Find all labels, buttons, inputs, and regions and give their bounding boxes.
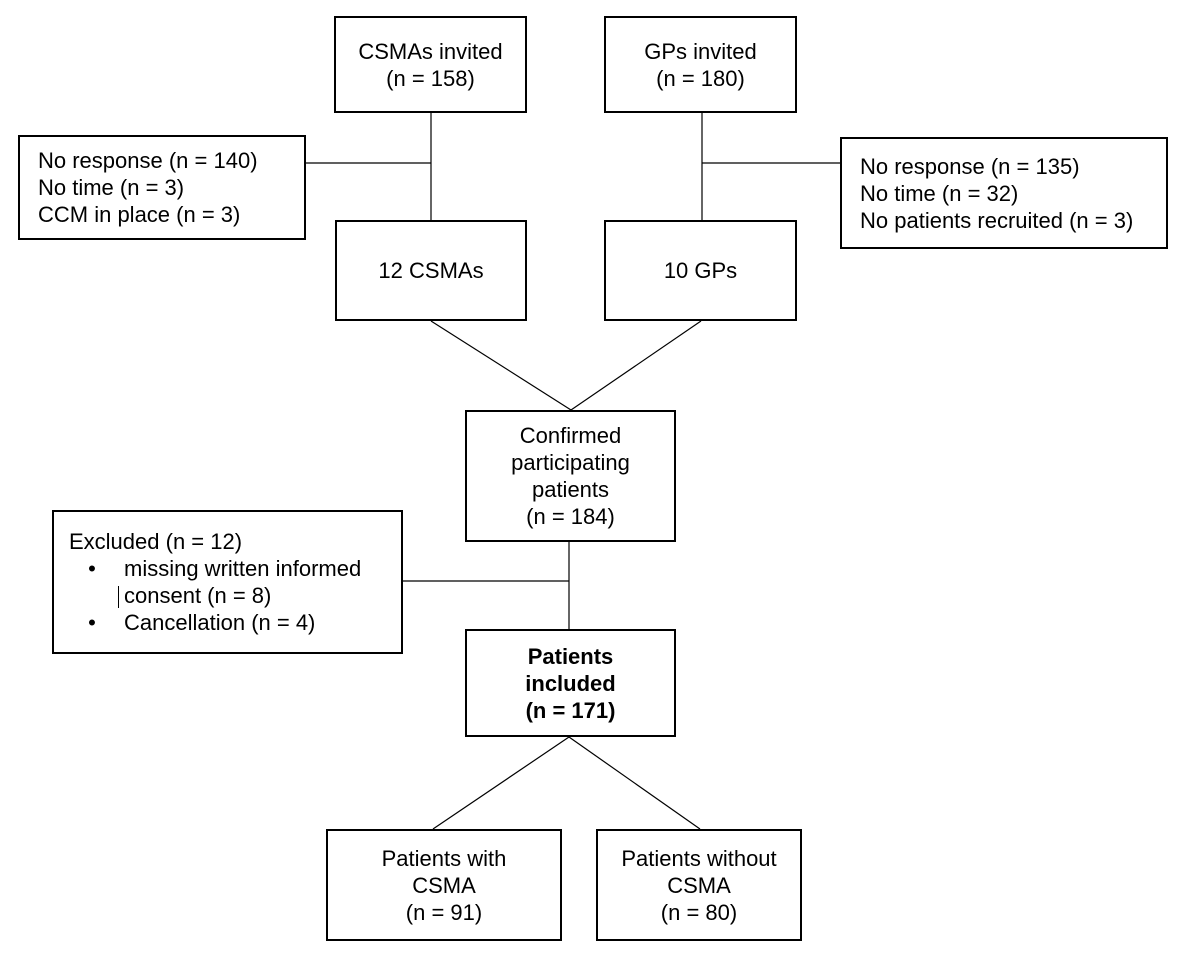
excluded-reasons-list: • missing written informed consent (n = … — [69, 555, 401, 636]
included-line-1: Patients — [527, 643, 614, 669]
csma-invited-count: (n = 158) — [386, 65, 475, 91]
excluded-reason-consent: • missing written informed consent (n = … — [69, 555, 401, 609]
gp-no-response: No response (n = 135) — [860, 153, 1080, 179]
gp-invited-box: GPs invited (n = 180) — [604, 16, 797, 113]
csma-ccm-in-place: CCM in place (n = 3) — [38, 202, 241, 227]
gp-count-label: 10 GPs — [663, 258, 738, 283]
gp-no-time: No time (n = 32) — [860, 180, 1019, 206]
connector-gps-to-confirmed — [570, 320, 702, 411]
bullet-point: • — [88, 610, 96, 635]
csma-no-time: No time (n = 3) — [38, 175, 185, 200]
confirmed-line-2: participating — [511, 450, 630, 475]
excluded-reason-text: missing written informed consent (n = 8) — [124, 556, 362, 608]
gp-no-patients-recruited: No patients recruited (n = 3) — [860, 207, 1134, 233]
confirmed-count: (n = 184) — [526, 504, 615, 529]
connector-csmas-to-confirmed — [430, 320, 572, 411]
csma-no-response: No response (n = 140) — [38, 148, 258, 173]
with-csma-line-2: CSMA — [412, 872, 476, 898]
confirmed-line-1: Confirmed — [519, 423, 622, 448]
csma-count-box: 12 CSMAs — [335, 220, 527, 321]
without-csma-line-2: CSMA — [667, 872, 731, 898]
gp-invited-label: GPs invited — [644, 38, 757, 64]
gp-exclusions-box: No response (n = 135) No time (n = 32) N… — [840, 137, 1168, 249]
excluded-reason-text: Cancellation (n = 4) — [124, 610, 316, 635]
without-csma-count: (n = 80) — [660, 899, 738, 925]
csma-exclusions-box: No response (n = 140) No time (n = 3) CC… — [18, 135, 306, 240]
confirmed-patients-box: Confirmed participating patients (n = 18… — [465, 410, 676, 542]
connector-included-to-with-csma — [432, 736, 570, 830]
without-csma-line-1: Patients without — [621, 845, 777, 871]
included-count: (n = 171) — [525, 697, 616, 723]
patients-with-csma-box: Patients with CSMA (n = 91) — [326, 829, 562, 941]
patients-included-box: Patients included (n = 171) — [465, 629, 676, 737]
bullet-point: • — [88, 556, 96, 581]
patients-without-csma-box: Patients without CSMA (n = 80) — [596, 829, 802, 941]
excluded-title: Excluded (n = 12) — [69, 529, 243, 554]
with-csma-line-1: Patients with — [381, 845, 507, 871]
with-csma-count: (n = 91) — [405, 899, 483, 925]
csma-invited-label: CSMAs invited — [358, 38, 503, 64]
csma-invited-box: CSMAs invited (n = 158) — [334, 16, 527, 113]
excluded-box: Excluded (n = 12) • missing written info… — [52, 510, 403, 654]
gp-invited-count: (n = 180) — [656, 65, 745, 91]
excluded-reason-cancellation: • Cancellation (n = 4) — [69, 609, 401, 636]
csma-count-label: 12 CSMAs — [378, 258, 484, 283]
confirmed-line-3: patients — [531, 477, 610, 502]
included-line-2: included — [525, 670, 616, 696]
gp-count-box: 10 GPs — [604, 220, 797, 321]
connector-included-to-without-csma — [568, 736, 701, 830]
text-cursor-bar — [118, 586, 119, 608]
